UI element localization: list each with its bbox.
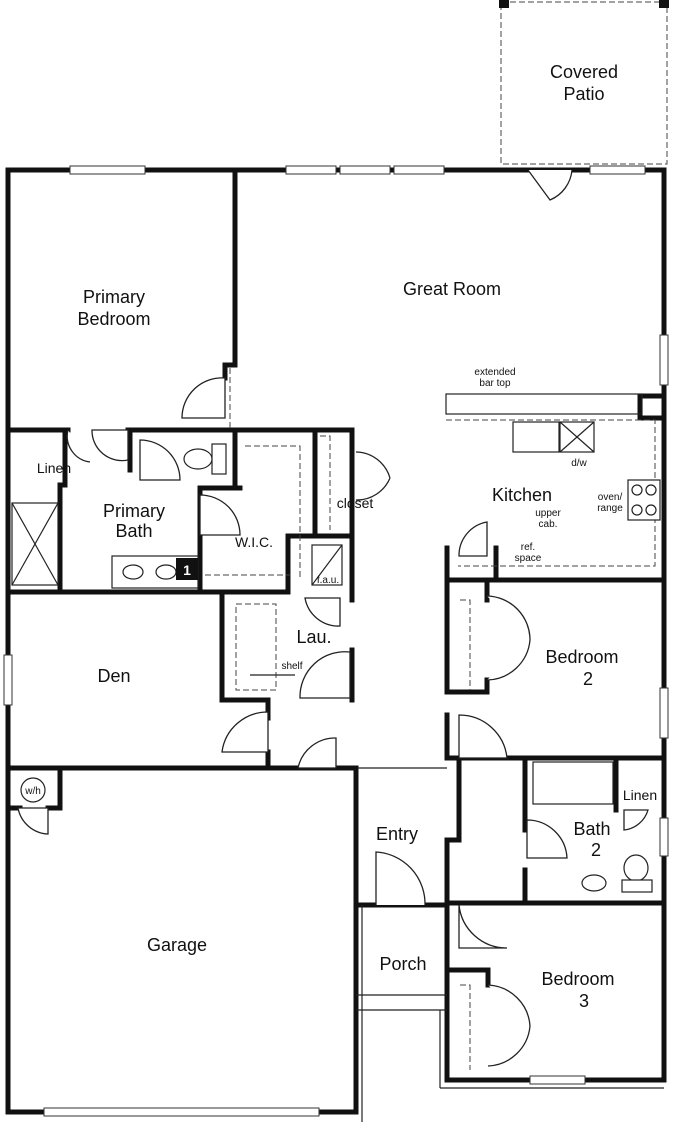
bath-2-label-1: Bath bbox=[573, 819, 610, 839]
fixtures bbox=[11, 421, 661, 893]
kitchen-label: Kitchen bbox=[492, 485, 552, 505]
fau-label: f.a.u. bbox=[317, 575, 339, 586]
bedroom-3-label-2: 3 bbox=[579, 991, 589, 1011]
dw-label: d/w bbox=[571, 458, 587, 469]
doors bbox=[17, 169, 649, 1067]
great-room-label: Great Room bbox=[403, 279, 501, 299]
room-labels: Covered Patio Great Room Primary Bedroom… bbox=[37, 62, 657, 1011]
wh-label: w/h bbox=[24, 786, 41, 797]
badge-1: 1 bbox=[176, 558, 198, 580]
primary-bath-label-1: Primary bbox=[103, 501, 165, 521]
linen-2-label: Linen bbox=[623, 787, 657, 803]
upper-cab-label-1: upper bbox=[535, 508, 561, 519]
covered-patio bbox=[499, 0, 669, 165]
badge-text: 1 bbox=[183, 562, 191, 578]
linen-1-label: Linen bbox=[37, 460, 71, 476]
oven-range-label-1: oven/ bbox=[598, 492, 623, 503]
bath-2-label-2: 2 bbox=[591, 840, 601, 860]
shelf-label: shelf bbox=[281, 661, 302, 672]
primary-bath-label-2: Bath bbox=[115, 521, 152, 541]
bedroom-3-label-1: Bedroom bbox=[541, 969, 614, 989]
extended-bar-top-1: extended bbox=[474, 367, 515, 378]
wic-label: W.I.C. bbox=[235, 534, 273, 550]
windows bbox=[3, 165, 669, 1117]
interior-walls bbox=[5, 167, 667, 988]
porch-label: Porch bbox=[379, 954, 426, 974]
laundry-label: Lau. bbox=[296, 627, 331, 647]
ref-space-label-1: ref. bbox=[521, 542, 535, 553]
garage-label: Garage bbox=[147, 935, 207, 955]
notes: extended bar top d/w oven/ range upper c… bbox=[24, 367, 623, 797]
ref-space-label-2: space bbox=[515, 553, 542, 564]
upper-cab-label-2: cab. bbox=[539, 519, 558, 530]
den-label: Den bbox=[97, 666, 130, 686]
bedroom-2-label-1: Bedroom bbox=[545, 647, 618, 667]
oven-range-label-2: range bbox=[597, 503, 623, 514]
covered-patio-label-1: Covered bbox=[550, 62, 618, 82]
bedroom-2-label-2: 2 bbox=[583, 669, 593, 689]
covered-patio-label-2: Patio bbox=[563, 84, 604, 104]
primary-bedroom-label-2: Bedroom bbox=[77, 309, 150, 329]
thin-lines bbox=[205, 368, 664, 1122]
closet-label: closet bbox=[337, 495, 374, 511]
entry-label: Entry bbox=[376, 824, 418, 844]
extended-bar-top-2: bar top bbox=[479, 378, 511, 389]
primary-bedroom-label-1: Primary bbox=[83, 287, 145, 307]
